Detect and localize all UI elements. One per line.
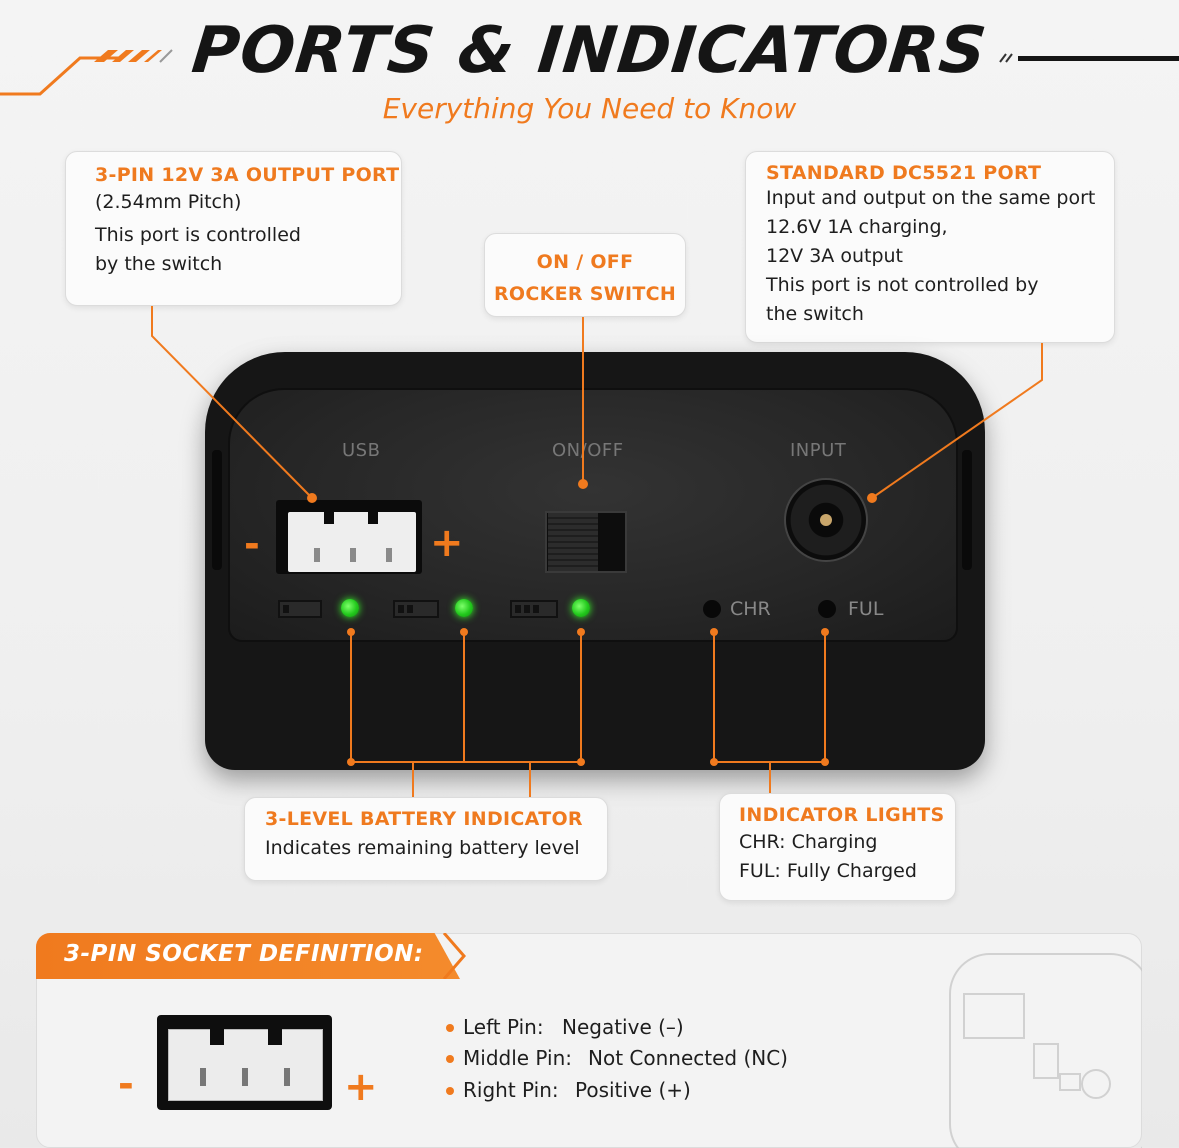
port-notch xyxy=(324,512,334,524)
device-side-notch-left xyxy=(212,450,222,570)
switch-callout: ON / OFF ROCKER SWITCH xyxy=(484,233,686,317)
switch-label: ON/OFF xyxy=(552,440,624,461)
indicator-lights-line: CHR: Charging xyxy=(739,831,878,853)
port-minus-sign: - xyxy=(244,522,260,566)
ful-led xyxy=(818,600,836,618)
output-port-line: by the switch xyxy=(95,253,223,275)
battery-level-1-icon xyxy=(278,600,322,618)
chr-led xyxy=(703,600,721,618)
port-plus-sign: + xyxy=(430,520,464,566)
dc-port-pin xyxy=(820,514,832,526)
dc-port-line: the switch xyxy=(766,303,864,325)
output-port-heading: 3-PIN 12V 3A OUTPUT PORT xyxy=(95,164,400,186)
battery-led-2 xyxy=(455,599,473,617)
output-port-line: This port is controlled xyxy=(95,224,301,246)
dc-port-heading: STANDARD DC5521 PORT xyxy=(766,162,1042,184)
pin-middle-label: Middle Pin: xyxy=(463,1046,573,1070)
usb-label: USB xyxy=(342,440,381,461)
input-label: INPUT xyxy=(790,440,847,461)
switch-heading-line: ROCKER SWITCH xyxy=(493,283,677,305)
battery-indicator-line: Indicates remaining battery level xyxy=(265,837,580,859)
output-port-callout: 3-PIN 12V 3A OUTPUT PORT (2.54mm Pitch) … xyxy=(65,151,402,306)
chr-label: CHR xyxy=(730,598,771,620)
port-pin xyxy=(314,548,320,562)
header-left-decoration xyxy=(0,49,173,96)
page-subtitle: Everything You Need to Know xyxy=(382,92,797,125)
header-right-decoration xyxy=(999,53,1179,63)
indicator-lights-line: FUL: Fully Charged xyxy=(739,860,917,882)
dc-port-callout: STANDARD DC5521 PORT Input and output on… xyxy=(745,151,1115,343)
socket-definition-banner xyxy=(36,933,460,979)
socket-plus-sign: + xyxy=(344,1064,378,1110)
socket-notch xyxy=(268,1029,282,1045)
socket-pin xyxy=(200,1068,206,1086)
switch-heading-line: ON / OFF xyxy=(536,251,634,273)
ful-label: FUL xyxy=(848,598,884,620)
pin-left-label: Left Pin: xyxy=(463,1015,544,1039)
port-pin xyxy=(386,548,392,562)
dc-port-line: This port is not controlled by xyxy=(766,274,1039,296)
battery-level-3-icon xyxy=(510,600,558,618)
pin-bullet xyxy=(446,1087,454,1095)
pin-bullet xyxy=(446,1055,454,1063)
rocker-switch-toggle xyxy=(548,513,598,571)
dc-port-line: 12V 3A output xyxy=(766,245,904,267)
pin-middle-value: Not Connected (NC) xyxy=(588,1046,788,1070)
pin-bullet xyxy=(446,1024,454,1032)
battery-led-1 xyxy=(341,599,359,617)
socket-notch xyxy=(210,1029,224,1045)
faded-device-illustration xyxy=(949,953,1142,1148)
device-side-notch-right xyxy=(962,450,972,570)
pin-right-label: Right Pin: xyxy=(463,1078,559,1102)
socket-pin xyxy=(284,1068,290,1086)
pin-right-value: Positive (+) xyxy=(575,1078,691,1102)
indicator-lights-callout: INDICATOR LIGHTS CHR: Charging FUL: Full… xyxy=(719,793,956,901)
dc-port-line: 12.6V 1A charging, xyxy=(766,216,948,238)
socket-pin xyxy=(242,1068,248,1086)
banner-chevron-icon xyxy=(442,933,466,979)
indicator-lights-heading: INDICATOR LIGHTS xyxy=(739,804,945,826)
socket-housing xyxy=(168,1029,323,1101)
battery-indicator-heading: 3-LEVEL BATTERY INDICATOR xyxy=(265,808,583,830)
battery-level-2-icon xyxy=(393,600,439,618)
three-pin-port-housing xyxy=(288,512,416,572)
port-notch xyxy=(368,512,378,524)
port-pin xyxy=(350,548,356,562)
pin-left-value: Negative (–) xyxy=(562,1015,684,1039)
socket-minus-sign: - xyxy=(118,1062,134,1106)
dc-port-line: Input and output on the same port xyxy=(766,187,1096,209)
socket-definition-title: 3-PIN SOCKET DEFINITION: xyxy=(64,941,424,967)
output-port-line: (2.54mm Pitch) xyxy=(95,191,242,213)
battery-led-3 xyxy=(572,599,590,617)
battery-indicator-callout: 3-LEVEL BATTERY INDICATOR Indicates rema… xyxy=(244,797,608,881)
